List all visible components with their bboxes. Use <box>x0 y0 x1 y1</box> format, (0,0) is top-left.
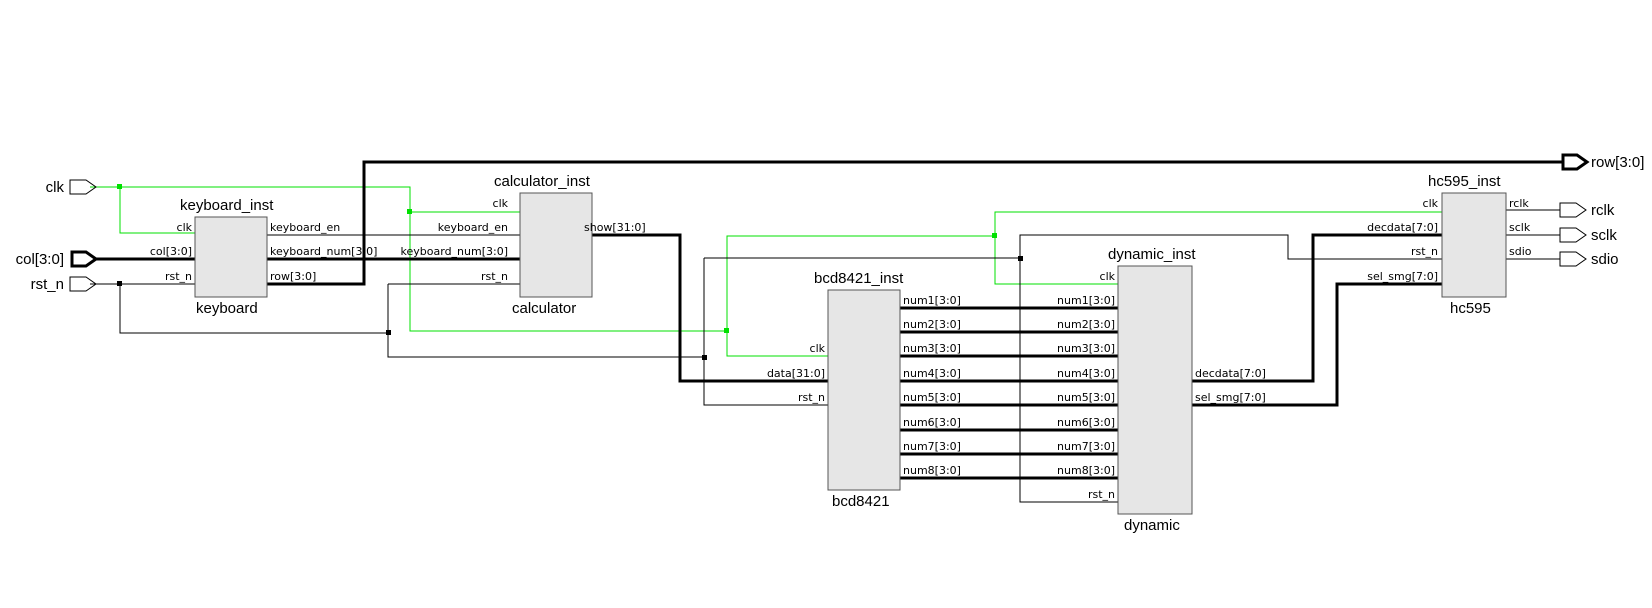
port-name-label: rclk <box>1591 202 1615 219</box>
keyboard-block[interactable]: keyboard_inst keyboard clk col[3:0] rst_… <box>150 197 378 317</box>
port-label-keyboard-en: keyboard_en <box>270 221 340 234</box>
clk-net[interactable] <box>90 184 1442 357</box>
output-port-sdio[interactable]: sdio <box>1559 251 1619 268</box>
block-type-name: hc595 <box>1450 300 1491 317</box>
block-instance-name: keyboard_inst <box>180 197 274 214</box>
port-name-label: sclk <box>1591 227 1617 244</box>
output-nets[interactable] <box>1497 209 1560 260</box>
input-port-clk[interactable]: clk <box>46 179 97 196</box>
block-instance-name: dynamic_inst <box>1108 246 1196 263</box>
port-label-clk: clk <box>1100 270 1116 283</box>
port-label-num3: num3[3:0] <box>903 342 961 355</box>
sel-smg-bus[interactable] <box>1185 282 1447 407</box>
port-label-decdata: decdata[7:0] <box>1195 367 1266 380</box>
block-type-name: keyboard <box>196 300 258 317</box>
decdata-bus[interactable] <box>1185 233 1447 383</box>
calculator-block[interactable]: calculator_inst calculator clk keyboard_… <box>401 173 646 317</box>
port-label-show: show[31:0] <box>584 221 646 234</box>
port-label-num5: num5[3:0] <box>1057 391 1115 404</box>
output-port-row[interactable]: row[3:0] <box>1561 153 1644 171</box>
row-bus[interactable] <box>256 160 1563 286</box>
port-label-num4: num4[3:0] <box>903 367 961 380</box>
block-instance-name: bcd8421_inst <box>814 270 904 287</box>
port-label-decdata: decdata[7:0] <box>1367 221 1438 234</box>
port-label-clk: clk <box>810 342 826 355</box>
bcd8421-block[interactable]: bcd8421_inst bcd8421 clk data[31:0] rst_… <box>767 270 961 510</box>
port-label-rst-n: rst_n <box>798 391 825 404</box>
port-label-rst-n: rst_n <box>481 270 508 283</box>
port-label-clk: clk <box>177 221 193 234</box>
port-label-clk: clk <box>493 197 509 210</box>
port-label-keyboard-en: keyboard_en <box>438 221 508 234</box>
port-label-rclk: rclk <box>1509 197 1529 210</box>
port-label-num3: num3[3:0] <box>1057 342 1115 355</box>
port-label-keyboard-num: keyboard_num[3:0] <box>401 245 508 258</box>
port-label-num7: num7[3:0] <box>903 440 961 453</box>
port-label-sel-smg: sel_smg[7:0] <box>1367 270 1438 283</box>
port-label-rst-n: rst_n <box>1088 488 1115 501</box>
dynamic-block[interactable]: dynamic_inst dynamic clk num1[3:0] num2[… <box>1057 246 1266 534</box>
port-name-label: row[3:0] <box>1591 154 1644 171</box>
port-label-keyboard-num: keyboard_num[3:0] <box>270 245 377 258</box>
port-name-label: clk <box>46 179 65 196</box>
port-label-rst-n: rst_n <box>165 270 192 283</box>
hc595-block[interactable]: hc595_inst hc595 clk decdata[7:0] rst_n … <box>1367 173 1532 317</box>
block-instance-name: hc595_inst <box>1428 173 1501 190</box>
port-name-label: rst_n <box>31 276 64 293</box>
input-port-col[interactable]: col[3:0] <box>16 250 99 268</box>
port-label-rst-n: rst_n <box>1411 245 1438 258</box>
port-label-data: data[31:0] <box>767 367 825 380</box>
port-label-num5: num5[3:0] <box>903 391 961 404</box>
port-label-num4: num4[3:0] <box>1057 367 1115 380</box>
port-label-row: row[3:0] <box>270 270 316 283</box>
port-label-num6: num6[3:0] <box>1057 416 1115 429</box>
port-label-sclk: sclk <box>1509 221 1531 234</box>
port-label-num1: num1[3:0] <box>903 294 961 307</box>
port-label-sel-smg: sel_smg[7:0] <box>1195 391 1266 404</box>
input-port-rst-n[interactable]: rst_n <box>31 276 97 293</box>
block-type-name: dynamic <box>1124 517 1180 534</box>
port-label-num8: num8[3:0] <box>1057 464 1115 477</box>
output-port-sclk[interactable]: sclk <box>1559 227 1617 244</box>
block-type-name: bcd8421 <box>832 493 890 510</box>
port-name-label: sdio <box>1591 251 1619 268</box>
block-type-name: calculator <box>512 300 576 317</box>
port-label-clk: clk <box>1423 197 1439 210</box>
block-instance-name: calculator_inst <box>494 173 591 190</box>
port-name-label: col[3:0] <box>16 251 64 268</box>
port-label-num7: num7[3:0] <box>1057 440 1115 453</box>
rst-n-net[interactable] <box>90 234 1442 503</box>
port-label-num8: num8[3:0] <box>903 464 961 477</box>
output-port-rclk[interactable]: rclk <box>1559 202 1615 219</box>
port-label-num6: num6[3:0] <box>903 416 961 429</box>
port-label-num2: num2[3:0] <box>903 318 961 331</box>
port-label-num1: num1[3:0] <box>1057 294 1115 307</box>
show-bus[interactable] <box>575 233 843 383</box>
port-label-num2: num2[3:0] <box>1057 318 1115 331</box>
port-label-col: col[3:0] <box>150 245 192 258</box>
port-label-sdio: sdio <box>1509 245 1532 258</box>
num-buses[interactable] <box>890 306 1130 480</box>
